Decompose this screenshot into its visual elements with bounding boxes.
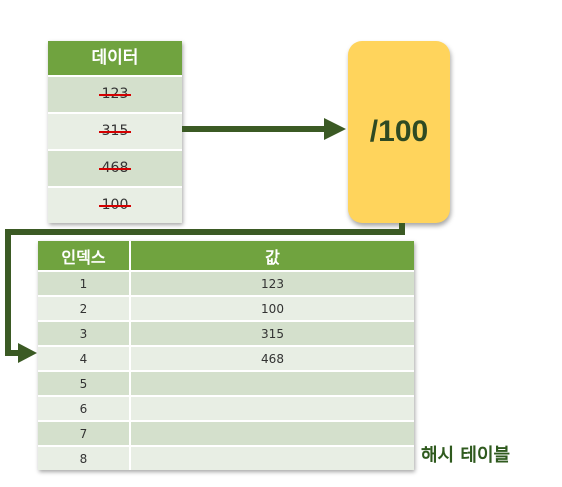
data-table-header: 데이터 [48, 41, 182, 75]
value-cell: 123 [129, 270, 414, 296]
table-row: 7 [38, 420, 414, 446]
value-cell [129, 420, 414, 446]
table-row: 8 [38, 445, 414, 470]
index-cell: 4 [38, 345, 130, 371]
column-header-value: 값 [129, 241, 414, 271]
data-value: 100 [98, 188, 132, 223]
table-row: 5 [38, 370, 414, 396]
hash-table-header-row: 인덱스 값 [38, 241, 414, 271]
value-cell: 468 [129, 345, 414, 371]
index-cell: 5 [38, 370, 130, 396]
hash-table: 인덱스 값 1 123 2 100 3 315 4 468 5 6 7 [38, 241, 414, 470]
index-cell: 2 [38, 295, 130, 321]
data-value: 315 [98, 114, 132, 149]
table-row: 6 [38, 395, 414, 421]
arrow-head-right-icon [324, 118, 346, 140]
value-cell [129, 395, 414, 421]
value-cell [129, 370, 414, 396]
index-cell: 6 [38, 395, 130, 421]
table-row: 1 123 [38, 270, 414, 296]
value-cell: 315 [129, 320, 414, 346]
table-row: 4 468 [38, 345, 414, 371]
index-cell: 1 [38, 270, 130, 296]
data-cell: 100 [48, 186, 182, 223]
hash-table-caption: 해시 테이블 [421, 445, 511, 466]
arrow-to-hash-table [5, 223, 405, 356]
data-value: 468 [98, 151, 132, 186]
value-cell: 100 [129, 295, 414, 321]
table-row: 3 315 [38, 320, 414, 346]
index-cell: 7 [38, 420, 130, 446]
hash-function-box: /100 [348, 41, 450, 223]
data-value: 123 [98, 77, 132, 112]
table-row: 2 100 [38, 295, 414, 321]
data-table: 데이터 123 315 468 100 [48, 41, 182, 223]
data-cell: 315 [48, 112, 182, 149]
arrow-head-right-icon [18, 343, 37, 363]
column-header-index: 인덱스 [38, 241, 130, 271]
data-cell: 123 [48, 75, 182, 112]
data-cell: 468 [48, 149, 182, 186]
hash-function-label: /100 [369, 115, 429, 148]
index-cell: 8 [38, 445, 130, 470]
value-cell [129, 445, 414, 470]
index-cell: 3 [38, 320, 130, 346]
